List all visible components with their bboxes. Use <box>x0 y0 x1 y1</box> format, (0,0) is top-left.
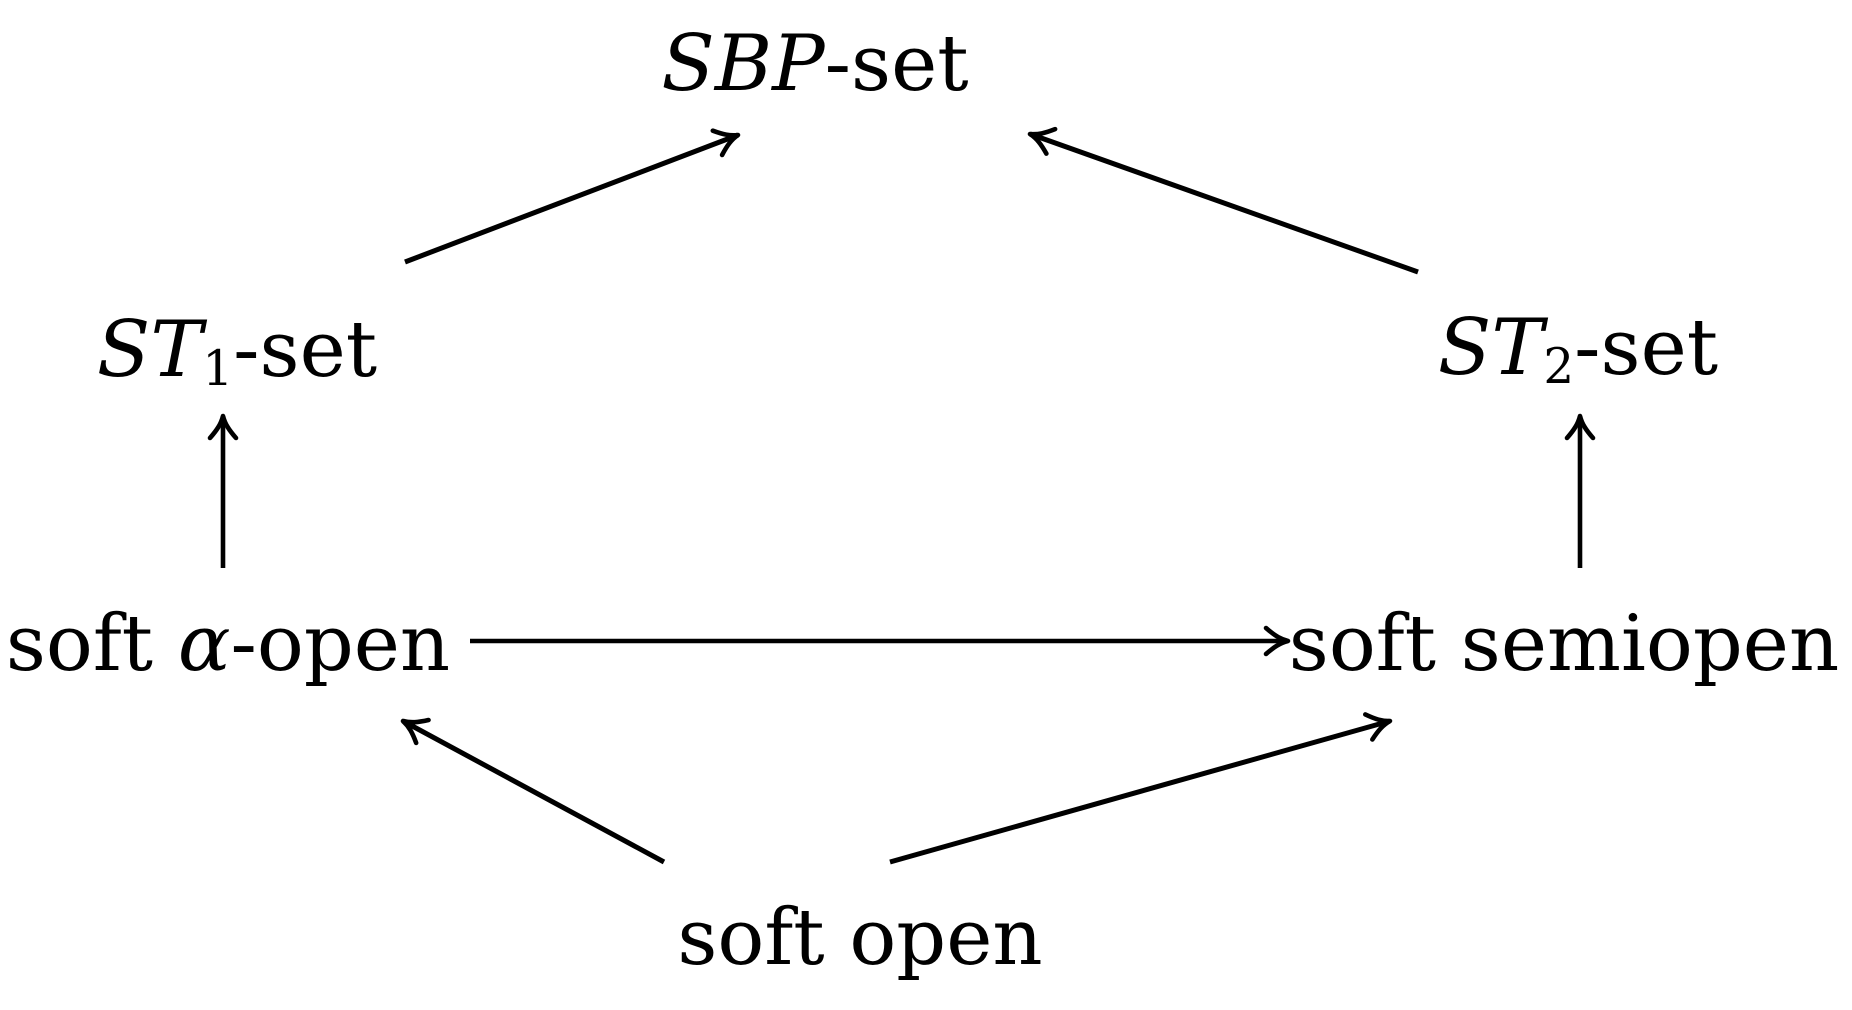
node-alpha-symbol: α <box>177 599 231 689</box>
node-soft-open: soft open <box>677 899 1042 977</box>
node-st2-math: ST <box>1437 303 1544 393</box>
node-soft-alpha-open: soft α-open <box>6 605 450 683</box>
arrow-open-to-semiopen <box>889 712 1393 865</box>
node-alpha-suffix: -open <box>230 599 451 689</box>
node-st1-subscript: 1 <box>202 340 234 397</box>
node-sbp-math: SBP <box>661 19 825 109</box>
node-open-text: soft open <box>677 893 1043 983</box>
node-st2-suffix: -set <box>1574 303 1719 393</box>
node-semiopen-text: soft semiopen <box>1288 599 1840 689</box>
arrow-st2-to-sbp <box>1027 126 1419 275</box>
node-sbp-set: SBP-set <box>661 25 968 103</box>
node-st2-set: ST2-set <box>1438 309 1718 391</box>
node-st1-set: ST1-set <box>97 311 377 393</box>
node-st1-math: ST <box>96 305 203 395</box>
node-alpha-pre: soft <box>5 599 178 689</box>
node-st1-suffix: -set <box>233 305 378 395</box>
arrow-st1-to-sbp <box>404 128 741 265</box>
node-soft-semiopen: soft semiopen <box>1289 605 1839 683</box>
node-sbp-suffix: -set <box>824 19 969 109</box>
node-st2-subscript: 2 <box>1543 338 1575 395</box>
arrow-open-to-alphaopen <box>400 717 666 865</box>
